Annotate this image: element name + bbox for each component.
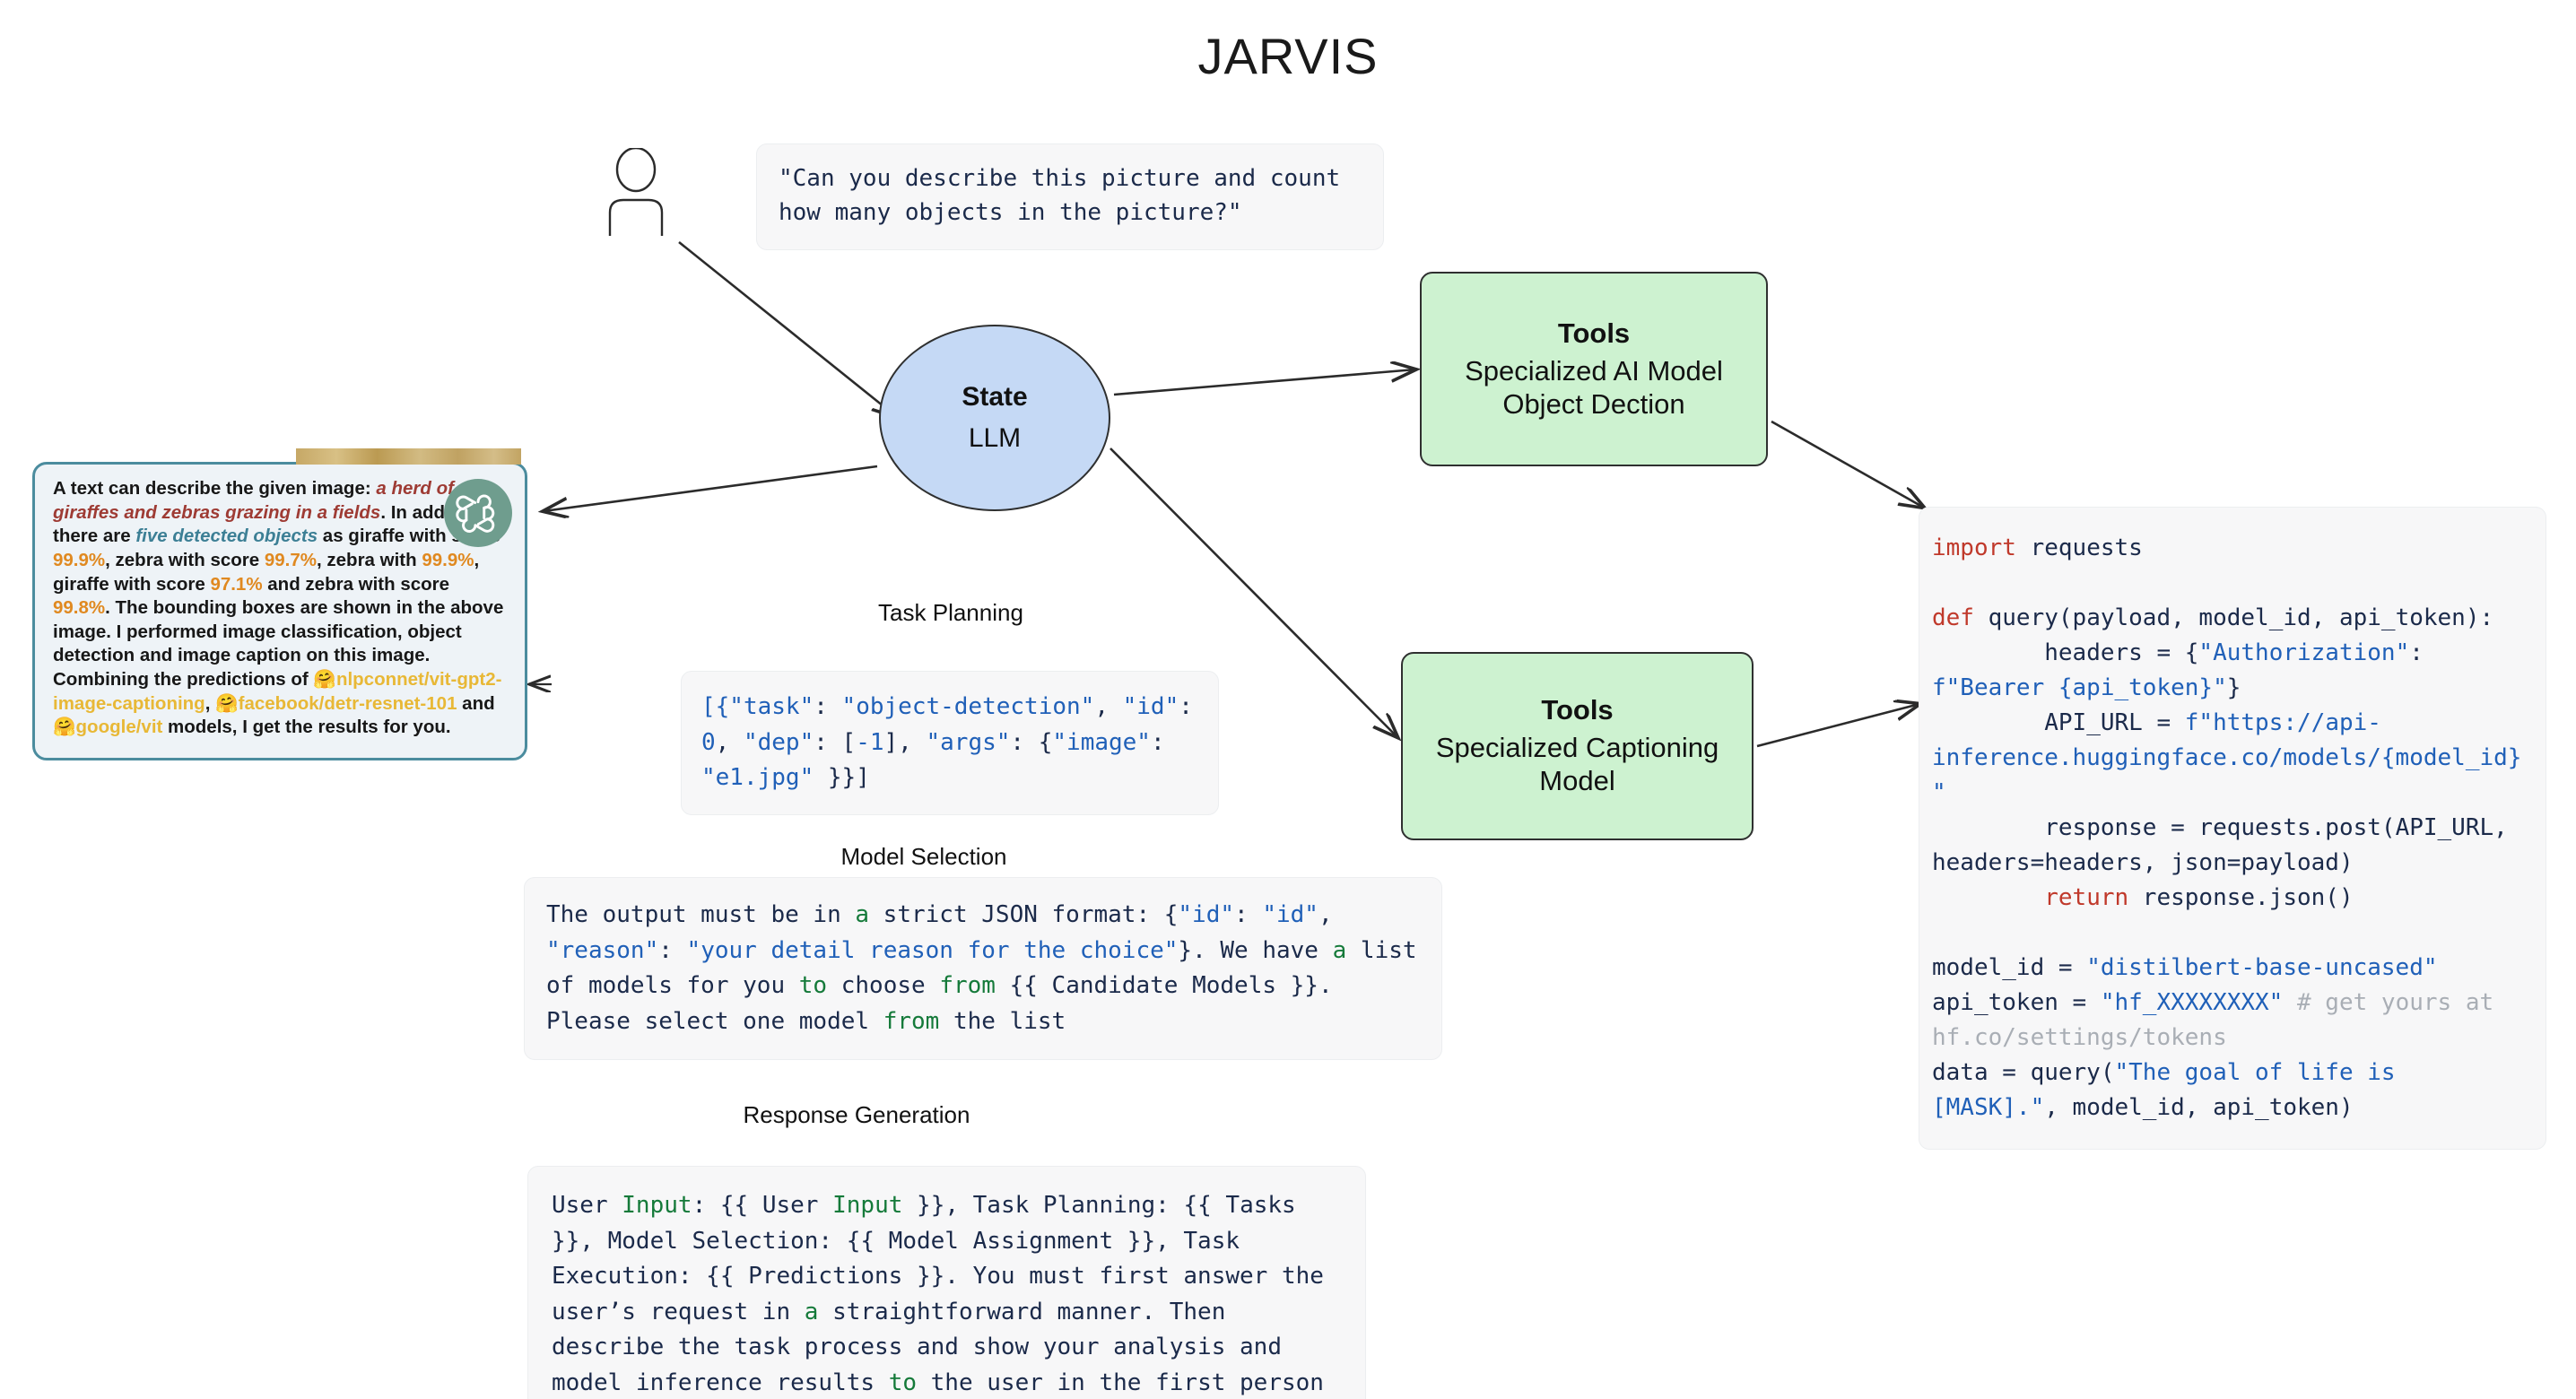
hugging-face-icon-1: 🤗 [313, 669, 336, 691]
state-node-title: State [962, 382, 1028, 412]
edge-state-to-response-card [544, 465, 878, 511]
state-llm-node[interactable]: State LLM [879, 325, 1110, 511]
score-4: 97.1% [210, 573, 263, 595]
response-caption-emphasis: a herd of giraffes and zebras grazing in… [53, 478, 454, 523]
edge-tools-captioning-to-execution [1756, 704, 1919, 748]
openai-logo-icon [444, 479, 512, 547]
user-prompt-box: "Can you describe this picture and count… [756, 143, 1384, 251]
response-text-6: , giraffe with score [53, 549, 480, 595]
score-2: 99.7% [264, 549, 318, 570]
model-link-3[interactable]: google/vit [75, 717, 163, 738]
response-objects-emphasis: five detected objects [135, 526, 318, 547]
caption-response-generation: Response Generation [743, 1101, 970, 1128]
score-1: 99.9% [53, 549, 106, 570]
edge-state-to-tools-detection [1113, 369, 1415, 396]
assistant-response-card: A text can describe the given image: a h… [32, 462, 527, 760]
score-3: 99.9% [422, 549, 474, 570]
hugging-face-icon-3: 🤗 [53, 717, 76, 738]
page-title: JARVIS [1197, 28, 1379, 84]
task-planning-code-box: [{"task": "object-detection", "id": 0, "… [681, 671, 1219, 815]
response-text-7: and zebra with score [262, 573, 450, 595]
tools-captioning-node[interactable]: Tools Specialized Captioning Model [1401, 652, 1754, 840]
hugging-face-icon-2: 🤗 [215, 692, 239, 714]
response-text-10: and [457, 692, 495, 714]
score-5: 99.8% [53, 597, 106, 619]
response-generation-code-box: User Input: {{ User Input }}, Task Plann… [527, 1166, 1366, 1399]
result-image-thumbnail [296, 448, 521, 465]
tools-captioning-line1: Specialized Captioning [1435, 732, 1719, 764]
caption-model-selection: Model Selection [840, 843, 1007, 870]
tools-object-detection-node[interactable]: Tools Specialized AI Model Object Dectio… [1420, 272, 1768, 466]
response-text-9: , [205, 692, 216, 714]
tools-detection-heading: Tools [1557, 317, 1631, 349]
edge-tools-detection-to-execution [1771, 420, 1924, 508]
execution-code-box: import requests def query(payload, model… [1919, 507, 2546, 1150]
response-text-8: . The bounding boxes are shown in the ab… [53, 597, 504, 691]
model-link-1[interactable]: nlpconnet/vit-gpt2-image-captioning [53, 669, 502, 714]
response-text-5: , zebra with [317, 549, 422, 570]
model-selection-code-box: The output must be in a strict JSON form… [524, 877, 1442, 1061]
person-icon [599, 146, 698, 238]
state-node-subtitle: LLM [968, 423, 1022, 453]
caption-task-planning: Task Planning [878, 599, 1023, 626]
tools-detection-line2: Object Dection [1502, 387, 1685, 420]
response-text-4: , zebra with score [105, 549, 265, 570]
response-text-1: A text can describe the given image: [53, 478, 377, 499]
tools-detection-line1: Specialized AI Model [1465, 354, 1723, 387]
model-link-2[interactable]: facebook/detr-resnet-101 [238, 692, 457, 714]
response-text-11: models, I get the results for you. [162, 717, 451, 738]
tools-captioning-heading: Tools [1541, 694, 1614, 726]
tools-captioning-line2: Model [1539, 765, 1615, 796]
edge-user-to-state [678, 240, 897, 417]
